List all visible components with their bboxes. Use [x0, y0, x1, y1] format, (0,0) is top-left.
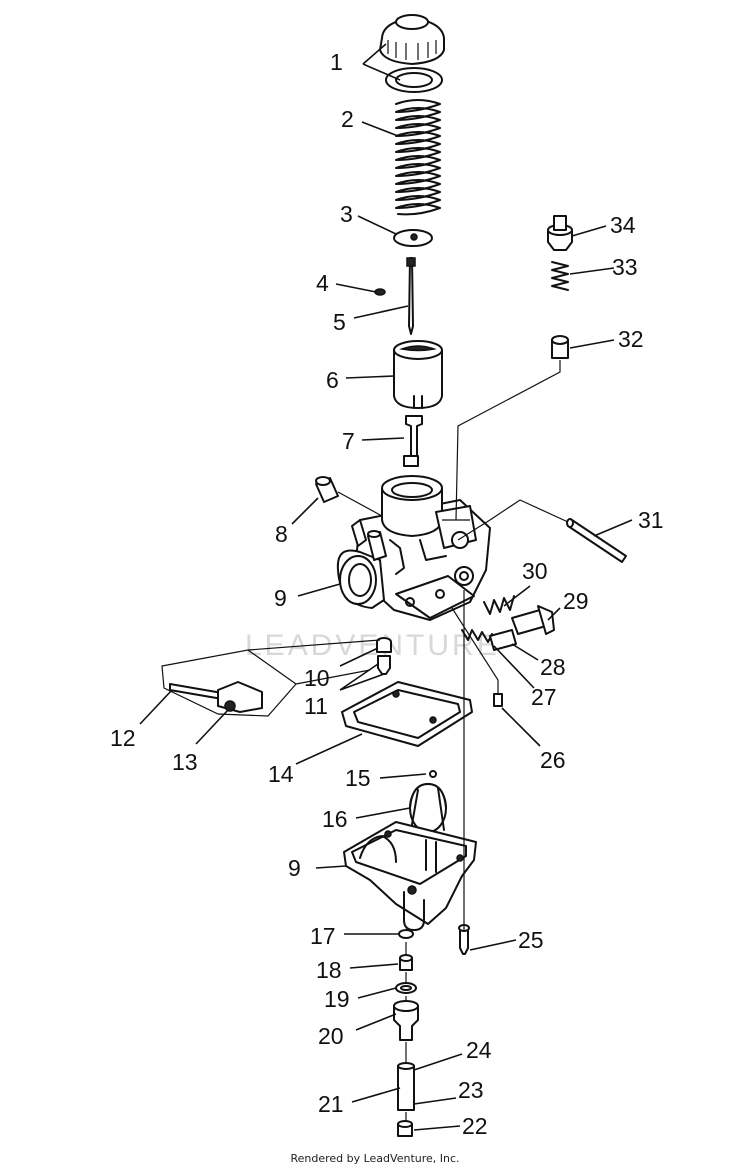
- callout-1: 1: [330, 49, 343, 75]
- part-25-drain-screw[interactable]: [458, 924, 470, 955]
- callout-22: 22: [462, 1113, 488, 1139]
- leader-lines: [139, 43, 633, 1131]
- part-3-retainer-plate[interactable]: [393, 229, 433, 247]
- callout-8: 8: [275, 521, 288, 547]
- callout-31: 31: [638, 507, 664, 533]
- callout-16: 16: [322, 806, 348, 832]
- callout-19: 19: [324, 986, 350, 1012]
- callout-12: 12: [110, 725, 136, 751]
- callout-18: 18: [316, 957, 342, 983]
- part-4-clip[interactable]: [374, 288, 386, 296]
- part-34-adjuster[interactable]: [547, 215, 573, 251]
- part-16-float[interactable]: [409, 783, 447, 837]
- callout-29: 29: [563, 588, 589, 614]
- part-13-screw[interactable]: [217, 681, 263, 713]
- part-14-gasket[interactable]: [341, 681, 473, 747]
- part-10-pilot-jet[interactable]: [376, 637, 392, 653]
- part-22-screw[interactable]: [397, 1120, 413, 1137]
- callout-3: 3: [340, 201, 353, 227]
- callout-15: 15: [345, 765, 371, 791]
- callout-10: 10: [304, 665, 330, 691]
- callout-7: 7: [342, 428, 355, 454]
- footer-credit: Rendered by LeadVenture, Inc.: [290, 1152, 460, 1165]
- part-17-washer[interactable]: [398, 929, 414, 939]
- guide-line-12: [247, 639, 381, 685]
- callout-28: 28: [540, 654, 566, 680]
- callout-26: 26: [540, 747, 566, 773]
- callout-11: 11: [304, 693, 328, 719]
- callout-23: 23: [458, 1077, 484, 1103]
- part-29-stop-screw[interactable]: [511, 605, 555, 635]
- part-31-rod[interactable]: [566, 518, 627, 563]
- part-15-pin[interactable]: [429, 770, 437, 778]
- callout-20: 20: [318, 1023, 344, 1049]
- part-30-spring[interactable]: [483, 595, 515, 615]
- callout-24: 24: [466, 1037, 492, 1063]
- watermark: LEADVENTURE: [245, 629, 500, 662]
- callout-34: 34: [610, 212, 636, 238]
- part-8-plug[interactable]: [315, 476, 339, 503]
- callout-32: 32: [618, 326, 644, 352]
- callout-21: 21: [318, 1091, 344, 1117]
- part-6-throttle-valve[interactable]: [393, 340, 443, 409]
- callout-30: 30: [522, 558, 548, 584]
- part-2-spring[interactable]: [395, 99, 441, 216]
- part-19-o-ring[interactable]: [395, 982, 417, 994]
- part-9-carburetor-body[interactable]: [336, 475, 491, 621]
- callout-13: 13: [172, 749, 198, 775]
- part-5-jet-needle[interactable]: [406, 257, 416, 335]
- callout-6: 6: [326, 367, 339, 393]
- callout-2: 2: [341, 106, 354, 132]
- part-27-spring[interactable]: [461, 629, 493, 643]
- callout-25: 25: [518, 927, 544, 953]
- callout-9-body: 9: [274, 585, 287, 611]
- callout-4: 4: [316, 270, 329, 296]
- callout-5: 5: [333, 309, 346, 335]
- part-7-needle-jet[interactable]: [403, 415, 423, 467]
- callout-27: 27: [531, 684, 557, 710]
- part-20-valve-seat[interactable]: [393, 1000, 419, 1041]
- part-28-air-screw[interactable]: [489, 629, 517, 651]
- part-33-spring[interactable]: [551, 261, 569, 291]
- part-32-cap-nut[interactable]: [551, 335, 569, 359]
- part-1-cap[interactable]: [379, 14, 445, 93]
- part-9-float-bowl[interactable]: [343, 821, 477, 931]
- guide-lines: [337, 360, 569, 930]
- callout-33: 33: [612, 254, 638, 280]
- callout-9-bowl: 9: [288, 855, 301, 881]
- part-11-main-jet[interactable]: [377, 655, 391, 675]
- callout-14: 14: [268, 761, 294, 787]
- part-18-valve[interactable]: [399, 954, 413, 971]
- part-21-tube[interactable]: [397, 1062, 415, 1111]
- part-26-nozzle[interactable]: [493, 693, 503, 707]
- callout-17: 17: [310, 923, 336, 949]
